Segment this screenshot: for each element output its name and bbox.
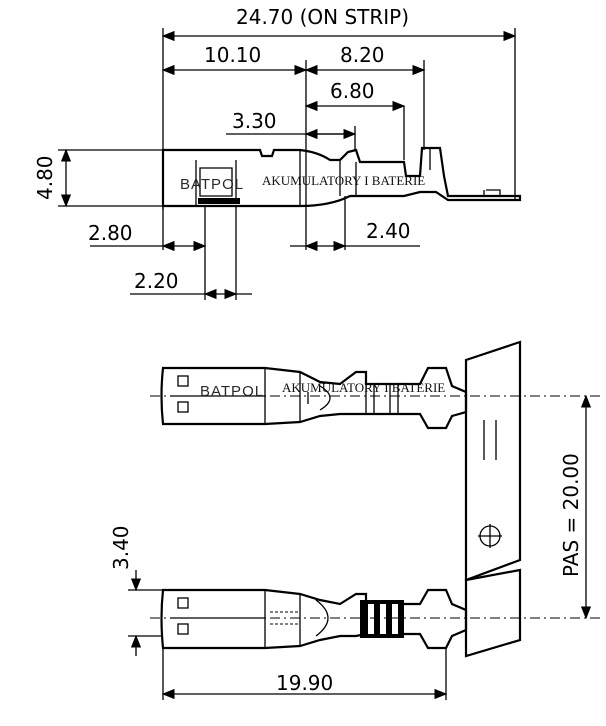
bottom-dimension-lines bbox=[128, 394, 592, 700]
plan-view bbox=[160, 340, 522, 658]
watermark-tagline-top: AKUMULATORY I BATERIE bbox=[262, 173, 425, 188]
dim-2-40: 2.40 bbox=[366, 219, 411, 243]
watermark-brand-top: BATPOL bbox=[180, 176, 244, 193]
dim-10-10: 10.10 bbox=[204, 43, 261, 67]
dim-19-90: 19.90 bbox=[276, 671, 333, 695]
dim-2-20: 2.20 bbox=[134, 269, 179, 293]
dim-overall-length: 24.70 (ON STRIP) bbox=[236, 5, 409, 29]
dim-8-20: 8.20 bbox=[340, 43, 385, 67]
watermark-brand-bottom: BATPOL bbox=[200, 383, 264, 400]
dim-pitch: PAS = 20.00 bbox=[559, 453, 583, 577]
dim-3-30: 3.30 bbox=[232, 109, 277, 133]
dim-4-80: 4.80 bbox=[33, 155, 57, 200]
dim-6-80: 6.80 bbox=[330, 79, 375, 103]
watermark-tagline-bottom: AKUMULATORY I BATERIE bbox=[282, 380, 445, 395]
dim-2-80: 2.80 bbox=[88, 221, 133, 245]
top-dimension-lines bbox=[58, 28, 517, 300]
dim-3-40: 3.40 bbox=[109, 525, 133, 570]
